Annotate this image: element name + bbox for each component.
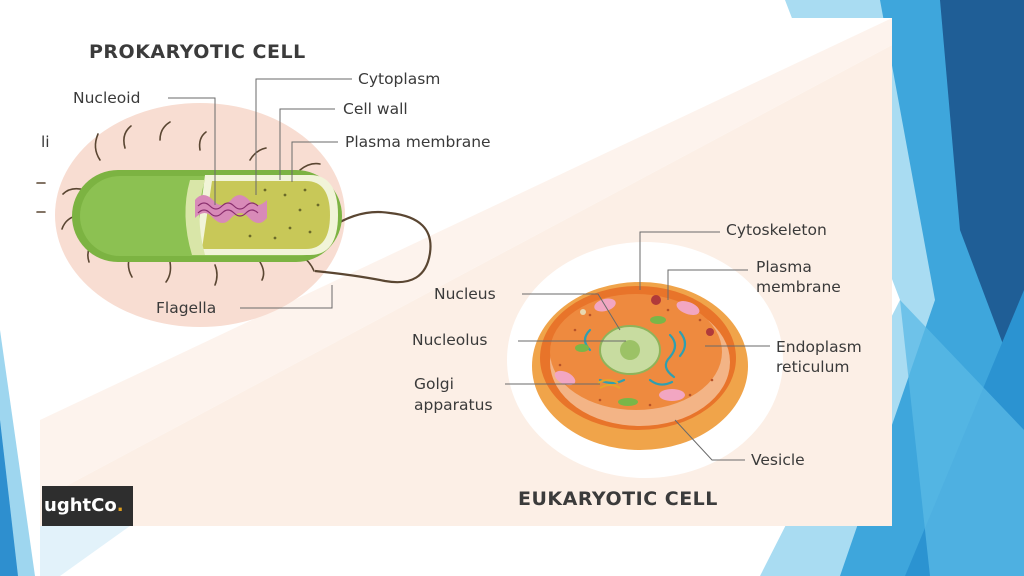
nucleolus-shape xyxy=(620,340,640,360)
leader-cytoskeleton xyxy=(639,231,720,290)
deco-left-mid xyxy=(0,420,18,576)
flagellum xyxy=(314,210,432,284)
leader-nucleoid xyxy=(168,97,216,205)
label-vesicle: Vesicle xyxy=(751,451,805,469)
leader-cell-wall xyxy=(279,108,335,180)
label-golgi-line2: apparatus xyxy=(414,396,493,414)
label-nucleus: Nucleus xyxy=(434,285,496,303)
diagonal-band-top xyxy=(40,18,892,500)
eukaryote-cell xyxy=(532,282,748,450)
eukaryotic-title: EUKARYOTIC CELL xyxy=(518,488,718,510)
label-endoplasm-line1: Endoplasm xyxy=(776,338,862,356)
nucleoid-dna xyxy=(195,195,267,223)
leader-plasma-membrane xyxy=(291,141,338,182)
label-endoplasm-line2: reticulum xyxy=(776,358,850,376)
publisher-logo: ughtCo. xyxy=(42,486,133,526)
label-clipped-left: li xyxy=(41,133,50,151)
label-nucleolus: Nucleolus xyxy=(412,331,488,349)
deco-bottom-left xyxy=(40,526,130,576)
leader-plasma-membrane-e xyxy=(667,269,748,300)
label-nucleoid: Nucleoid xyxy=(73,89,141,107)
leader-flagella xyxy=(240,285,333,309)
leader-vesicle xyxy=(674,419,745,461)
leader-nucleus xyxy=(522,293,621,331)
label-flagella: Flagella xyxy=(156,299,217,317)
label-cell-wall: Cell wall xyxy=(343,100,408,118)
deco-blue-light-2 xyxy=(900,300,1024,576)
label-plasma-line1: Plasma xyxy=(756,258,812,276)
label-cytoskeleton: Cytoskeleton xyxy=(726,221,827,239)
label-plasma-membrane: Plasma membrane xyxy=(345,133,491,151)
logo-dot: . xyxy=(116,495,124,516)
label-plasma-line2: membrane xyxy=(756,278,841,296)
deco-blue-dark xyxy=(940,0,1024,400)
prokaryote-cell xyxy=(36,121,432,286)
logo-text: ughtCo xyxy=(44,495,117,516)
prokaryotic-title: PROKARYOTIC CELL xyxy=(89,41,306,63)
leader-cytoplasm xyxy=(255,78,352,195)
label-cytoplasm: Cytoplasm xyxy=(358,70,441,88)
label-golgi-line1: Golgi xyxy=(414,375,454,393)
